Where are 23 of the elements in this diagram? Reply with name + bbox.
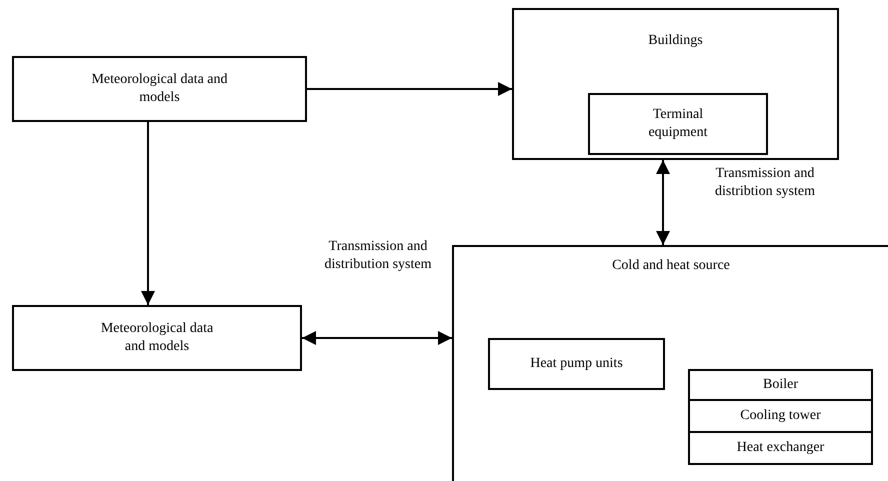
box-label: Cooling tower — [739, 407, 822, 425]
data-box — [12, 305, 302, 371]
equipment-box — [488, 338, 665, 390]
equipment-box — [688, 431, 873, 465]
data-box — [12, 56, 307, 122]
equipment-box — [688, 369, 873, 401]
box-label: Cold and heat source — [611, 257, 731, 275]
box-label: Heat exchanger — [736, 439, 826, 457]
box-label: Heat pump units — [529, 355, 624, 373]
arrow — [302, 331, 452, 345]
arrow — [307, 82, 512, 96]
arrow — [656, 160, 670, 245]
container-box — [452, 245, 888, 481]
box-label: Buildings — [647, 32, 704, 50]
box-label: Meteorological data and models — [90, 71, 229, 107]
equipment-box — [588, 93, 768, 155]
container-box — [512, 8, 839, 160]
equipment-box — [688, 399, 873, 433]
box-label: Boiler — [762, 376, 799, 394]
box-label: Meteorological data and models — [100, 320, 214, 356]
arrow — [141, 122, 155, 305]
box-label: Terminal equipment — [647, 106, 709, 142]
edge-label: Transmission and distribution system — [322, 238, 434, 274]
